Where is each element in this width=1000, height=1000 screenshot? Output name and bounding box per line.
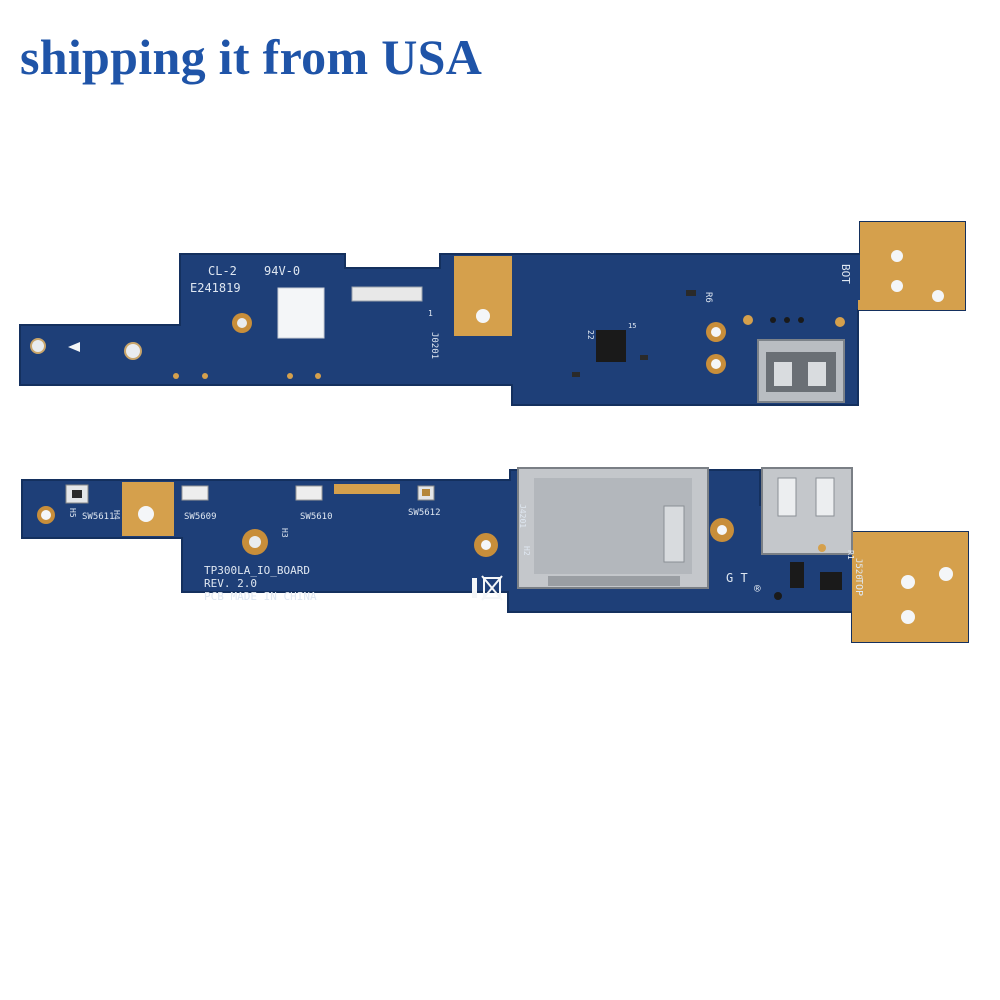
- sd-card-slot-pins: [548, 576, 680, 586]
- headline: shipping it from USA: [20, 29, 483, 85]
- bottom-via: [818, 544, 826, 552]
- top-mount-hole: [30, 338, 46, 354]
- top-mount-hole: [711, 327, 721, 337]
- bottom-mount-hole: [901, 610, 915, 624]
- bottom-switch-body: [295, 485, 323, 501]
- top-resistor: [572, 372, 580, 377]
- top-file-no: E241819: [190, 281, 241, 295]
- top-side-label: BOT: [839, 264, 852, 284]
- bottom-mount-hole: [901, 575, 915, 589]
- top-via: [770, 317, 776, 323]
- switch-label: SW5610: [300, 512, 333, 522]
- top-mount-hole: [891, 250, 903, 262]
- bottom-switch-body: [181, 485, 209, 501]
- top-via: [315, 373, 321, 379]
- bottom-component: [820, 572, 842, 590]
- bottom-pcb-photo: SW5611 SW5609 SW5610 SW5612 H5 H4 H3 H2 …: [21, 467, 969, 643]
- hole-label: H2: [522, 546, 531, 556]
- hole-label: H3: [280, 528, 289, 538]
- board-letters: G T: [726, 571, 748, 585]
- top-ul-mark: CL-2: [208, 264, 237, 278]
- top-mount-hole: [476, 309, 490, 323]
- top-usb-port-tab: [774, 362, 792, 386]
- top-copper-pad-right: [858, 222, 965, 310]
- hole-label: H4: [112, 510, 121, 520]
- top-mount-hole: [932, 290, 944, 302]
- top-via: [835, 317, 845, 327]
- top-mount-hole: [891, 280, 903, 292]
- top-chip: [596, 330, 626, 362]
- bottom-side-label: TOP: [853, 578, 864, 596]
- top-connector-label: J0201: [429, 332, 439, 359]
- top-mount-hole: [711, 359, 721, 369]
- top-copper-pad-center: [454, 256, 512, 336]
- top-resistor: [640, 355, 648, 360]
- bottom-mount-hole: [138, 506, 154, 522]
- top-chip-ref: 22: [586, 330, 595, 340]
- top-via: [784, 317, 790, 323]
- board-origin: PCB MADE IN CHINA: [204, 590, 317, 603]
- top-usb-port-tab: [808, 362, 826, 386]
- bottom-mount-hole: [717, 525, 727, 535]
- weee-bin: [483, 577, 501, 599]
- board-revision: REV. 2.0: [204, 577, 257, 590]
- top-part-ref: R6: [703, 292, 713, 303]
- card-slot-label: J4201: [518, 504, 527, 528]
- top-via: [798, 317, 804, 323]
- top-white-label: [277, 287, 325, 339]
- top-fpc-connector: [351, 286, 423, 302]
- bottom-mount-hole: [939, 567, 953, 581]
- bottom-switch-button: [422, 489, 430, 496]
- bottom-mount-hole: [481, 540, 491, 550]
- weee-cross: [481, 575, 503, 601]
- top-chip-pin: 15: [628, 322, 636, 330]
- top-pcb-photo: CL-2 94V-0 E241819 J0201 1 22 15 R6 BOT: [19, 221, 966, 406]
- bottom-copper-strip: [334, 484, 400, 494]
- top-via: [173, 373, 179, 379]
- top-mount-hole: [237, 318, 247, 328]
- top-mount-hole: [124, 342, 142, 360]
- bottom-usb-port-tab: [815, 477, 835, 517]
- usb-ref-label: J520: [853, 558, 863, 580]
- switch-label: SW5609: [184, 512, 217, 522]
- top-via: [743, 315, 753, 325]
- sd-card-slot-spring: [663, 505, 685, 563]
- bottom-switch-button: [72, 490, 82, 498]
- top-resistor: [686, 290, 696, 296]
- weee-bar: [472, 578, 477, 598]
- bottom-mount-hole: [249, 536, 261, 548]
- hole-label: H5: [68, 508, 77, 518]
- top-rating: 94V-0: [264, 264, 300, 278]
- bottom-usb-port: [761, 467, 853, 555]
- bottom-component: [790, 562, 804, 588]
- registered-mark: ®: [754, 582, 761, 595]
- top-pin-one: 1: [428, 309, 433, 318]
- bottom-via: [774, 592, 782, 600]
- switch-label: SW5612: [408, 508, 441, 518]
- board-model: TP300LA_IO_BOARD: [204, 564, 310, 577]
- part-ref-label: R1: [846, 550, 855, 560]
- bottom-usb-port-tab: [777, 477, 797, 517]
- top-arrow-mark: [68, 342, 80, 352]
- switch-label: SW5611: [82, 512, 115, 522]
- top-via: [202, 373, 208, 379]
- bottom-mount-hole: [41, 510, 51, 520]
- top-via: [287, 373, 293, 379]
